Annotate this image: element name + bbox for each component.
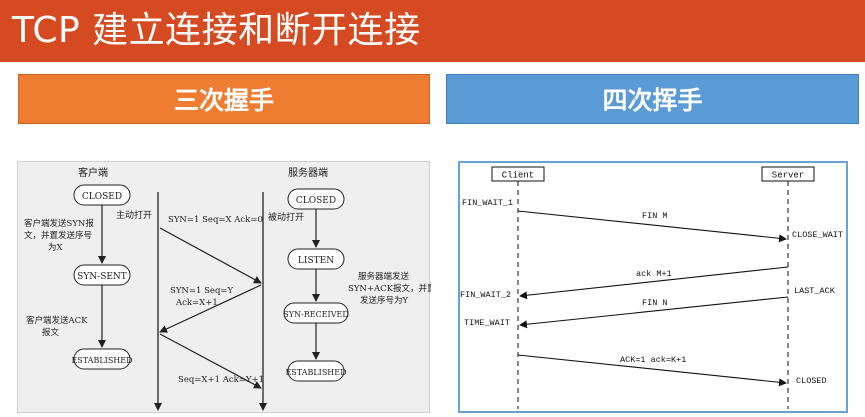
svg-text:客户端发送ACK: 客户端发送ACK [26,315,88,326]
msg-ack-arrow [159,333,262,389]
svg-text:CLOSED: CLOSED [82,192,122,202]
state-time-wait: TIME_WAIT [464,318,510,328]
svg-text:LISTEN: LISTEN [298,256,334,266]
server-state-syn-received: SYN-RECEIVED [283,302,349,324]
svg-text:报文: 报文 [42,327,60,338]
server-state-established: ESTABLISHED [285,360,347,382]
passive-open-label: 被动打开 [268,211,304,223]
svg-text:Server: Server [772,171,804,181]
msg-syn-label: SYN=1 Seq=X Ack=0 [168,215,263,225]
state-fin-wait-1: FIN_WAIT_1 [462,198,513,208]
svg-text:服务器端发送: 服务器端发送 [358,271,410,282]
msg-ack-m-label: ack M+1 [636,269,672,279]
svg-text:SYN-RECEIVED: SYN-RECEIVED [283,310,348,319]
msg-synack-label-1: SYN=1 Seq=Y [170,286,234,296]
svg-text:SYN+ACK报文，并置: SYN+ACK报文，并置 [348,283,431,294]
svg-text:发送序号为Y: 发送序号为Y [360,295,409,306]
state-fin-wait-2: FIN_WAIT_2 [460,290,511,300]
handshake-svg: 客户端 服务器端 CLOSED SYN-SENT ESTABLISHED CLO… [24,166,431,411]
svg-text:客户端发送SYN报: 客户端发送SYN报 [24,218,94,229]
msg-fin-m-arrow [517,210,787,243]
handshake-header: 三次握手 [18,74,430,124]
msg-ack-k-arrow [517,354,787,387]
client-note-syn: 客户端发送SYN报 文，并置发送序号 为X [24,218,94,253]
client-note-ack: 客户端发送ACK 报文 [26,315,88,338]
client-state-closed: CLOSED [73,184,131,206]
page-title: TCP 建立连接和断开连接 [12,10,421,51]
server-header-box: Server [761,166,815,182]
handshake-diagram: 客户端 服务器端 CLOSED SYN-SENT ESTABLISHED CLO… [17,161,431,413]
svg-text:CLOSED: CLOSED [296,196,336,206]
svg-text:SYN-SENT: SYN-SENT [77,272,127,282]
msg-fin-m-label: FIN M [642,211,668,221]
active-open-label: 主动打开 [116,209,152,221]
client-state-syn-sent: SYN-SENT [73,264,131,286]
state-last-ack: LAST_ACK [794,286,836,296]
client-header-box: Client [491,166,545,182]
teardown-diagram: Client Server FIN_WAIT_1 FIN_WAIT_2 TIME… [458,161,848,413]
msg-fin-n-label: FIN N [642,298,668,308]
teardown-header: 四次挥手 [446,74,859,124]
state-close-wait: CLOSE_WAIT [792,230,843,240]
server-state-listen: LISTEN [287,248,345,270]
client-label: 客户端 [78,166,108,179]
state-closed: CLOSED [796,376,827,386]
server-state-closed: CLOSED [287,188,345,210]
svg-text:Client: Client [502,171,534,181]
client-state-established: ESTABLISHED [71,348,133,370]
svg-text:文，并置发送序号: 文，并置发送序号 [24,230,92,241]
title-bar: TCP 建立连接和断开连接 [0,0,865,62]
server-label: 服务器端 [288,166,328,179]
msg-ack-m-arrow [519,266,789,300]
msg-synack-label-2: Ack=X+1 [175,298,218,308]
svg-text:ESTABLISHED: ESTABLISHED [285,368,346,377]
msg-synack-arrow [159,284,262,333]
svg-text:ESTABLISHED: ESTABLISHED [71,356,132,365]
msg-ack-label: Seq=X+1 Ack=Y+1 [178,375,264,385]
teardown-svg: Client Server FIN_WAIT_1 FIN_WAIT_2 TIME… [460,166,843,409]
msg-syn-arrow [159,227,262,284]
svg-text:为X: 为X [48,242,64,253]
server-note-synack: 服务器端发送 SYN+ACK报文，并置 发送序号为Y [348,271,431,306]
msg-fin-n-arrow [519,296,789,329]
msg-ack-k-label: ACK=1 ack=K+1 [620,355,686,365]
